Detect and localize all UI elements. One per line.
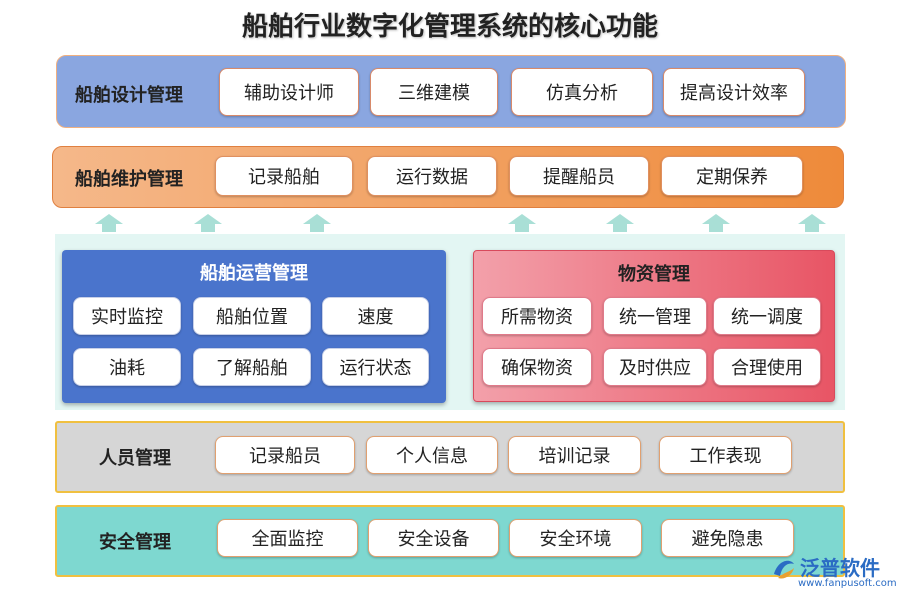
safety-item: 安全设备 (368, 519, 499, 557)
operations-item: 了解船舶 (193, 348, 311, 386)
personnel-item: 个人信息 (366, 436, 498, 474)
maintenance-band: 船舶维护管理 记录船舶 运行数据 提醒船员 定期保养 (52, 146, 844, 208)
logo-url: www.fanpusoft.com (798, 578, 897, 589)
design-item: 辅助设计师 (219, 68, 359, 116)
personnel-band: 人员管理 记录船员 个人信息 培训记录 工作表现 (55, 421, 845, 493)
materials-item: 确保物资 (482, 348, 592, 386)
personnel-item: 记录船员 (215, 436, 355, 474)
safety-item: 避免隐患 (661, 519, 794, 557)
materials-panel: 物资管理 所需物资 统一管理 统一调度 确保物资 及时供应 合理使用 (473, 250, 835, 402)
maintenance-item: 记录船舶 (215, 156, 353, 196)
operations-item: 运行状态 (322, 348, 429, 386)
personnel-band-label: 人员管理 (99, 448, 171, 469)
materials-item: 及时供应 (603, 348, 707, 386)
design-item: 三维建模 (370, 68, 498, 116)
design-item: 提高设计效率 (663, 68, 805, 116)
safety-item: 全面监控 (217, 519, 358, 557)
diagram-title: 船舶行业数字化管理系统的核心功能 (241, 12, 658, 42)
materials-panel-title: 物资管理 (618, 264, 690, 285)
design-item: 仿真分析 (511, 68, 653, 116)
company-logo: 泛普软件 www.fanpusoft.com (770, 552, 897, 594)
maintenance-band-label: 船舶维护管理 (75, 169, 183, 190)
safety-band-label: 安全管理 (99, 532, 171, 553)
maintenance-item: 运行数据 (367, 156, 497, 196)
maintenance-item: 定期保养 (661, 156, 803, 196)
personnel-item: 工作表现 (659, 436, 792, 474)
materials-item: 统一管理 (603, 297, 707, 335)
operations-item: 速度 (322, 297, 429, 335)
design-band-label: 船舶设计管理 (75, 85, 183, 106)
safety-item: 安全环境 (509, 519, 642, 557)
design-band: 船舶设计管理 辅助设计师 三维建模 仿真分析 提高设计效率 (56, 55, 846, 128)
operations-item: 船舶位置 (193, 297, 311, 335)
materials-item: 所需物资 (482, 297, 592, 335)
materials-item: 合理使用 (713, 348, 821, 386)
materials-item: 统一调度 (713, 297, 821, 335)
operations-panel-title: 船舶运营管理 (200, 263, 308, 284)
logo-icon (774, 560, 794, 579)
maintenance-item: 提醒船员 (509, 156, 649, 196)
personnel-item: 培训记录 (508, 436, 641, 474)
operations-panel: 船舶运营管理 实时监控 船舶位置 速度 油耗 了解船舶 运行状态 (62, 250, 446, 403)
operations-item: 油耗 (73, 348, 181, 386)
logo-name: 泛普软件 (800, 556, 880, 580)
operations-item: 实时监控 (73, 297, 181, 335)
safety-band: 安全管理 全面监控 安全设备 安全环境 避免隐患 (55, 505, 845, 577)
